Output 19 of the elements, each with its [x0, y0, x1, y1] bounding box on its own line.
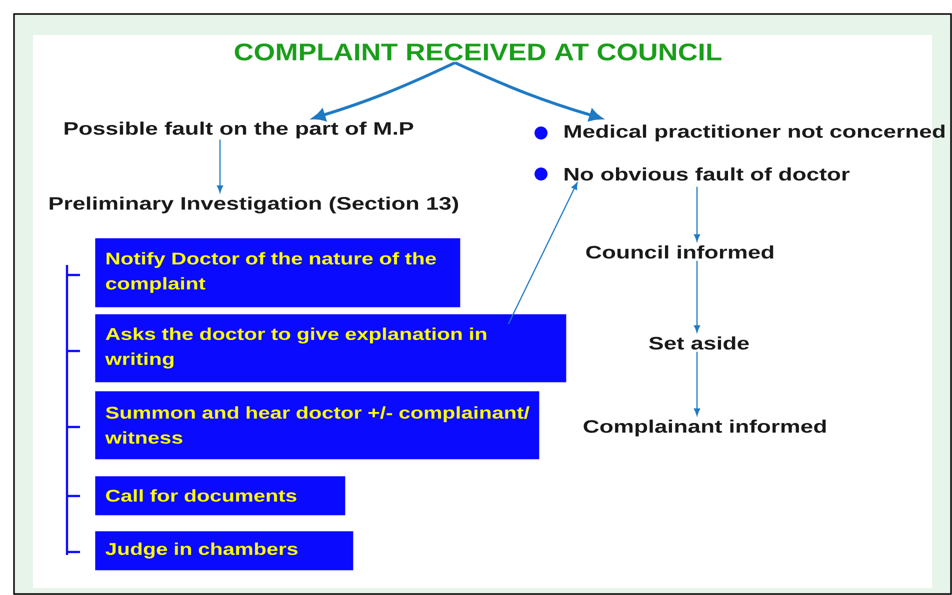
arrow: [694, 260, 700, 332]
bullet-item: Medical practitioner not concerned: [534, 124, 944, 142]
step-text: Council informed: [586, 245, 774, 259]
step-text: Complainant informed: [584, 420, 826, 436]
bullet-item: No obvious fault of doctor: [534, 167, 850, 181]
step-text: Preliminary Investigation (Section 13): [50, 196, 458, 214]
arrow: [508, 182, 578, 324]
action-box: Call for documents: [95, 476, 346, 516]
arrow: [694, 186, 700, 242]
action-box: Asks the doctor to give explanation in writing: [95, 314, 566, 382]
arrow: [694, 352, 700, 416]
action-box: Summon and hear doctor +/- complainant/ witness: [95, 391, 540, 460]
heading-text: COMPLAINT RECEIVED AT COUNCIL: [234, 44, 722, 60]
step-text: Set aside: [649, 336, 749, 350]
step-text: Possible fault on the part of M.P: [64, 122, 414, 138]
arrow: [216, 140, 224, 193]
arrow: [312, 61, 456, 121]
action-box: Notify Doctor of the nature of the complaint: [95, 238, 460, 308]
action-box: Judge in chambers: [95, 531, 354, 570]
